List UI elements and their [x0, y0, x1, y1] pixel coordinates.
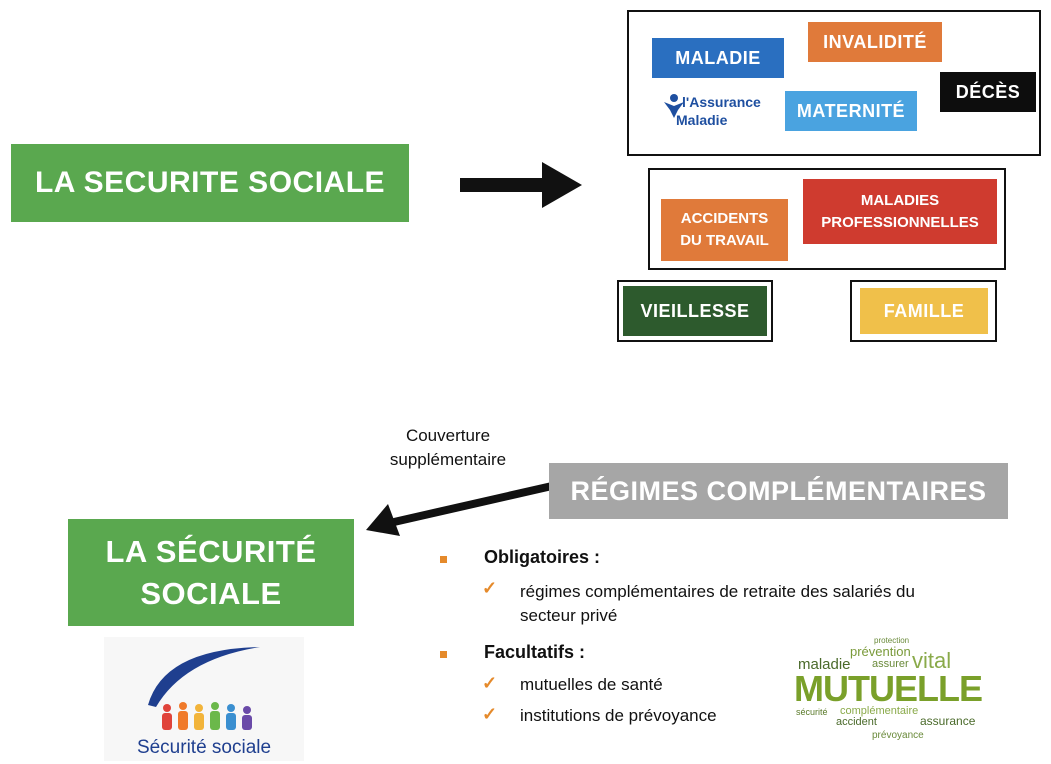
maladies-line2: PROFESSIONNELLES — [821, 213, 979, 231]
cloud-word-assurer: assurer — [872, 658, 909, 670]
obligatoires-bullet — [440, 556, 447, 563]
assurance-maladie-logo-text2: Maladie — [676, 112, 728, 128]
mutuelle-word-cloud: protection prévention maladie assurer vi… — [788, 636, 1020, 748]
securite-sociale-logo: Sécurité sociale — [104, 637, 304, 761]
securite-sociale-line1: LA SÉCURITÉ — [105, 533, 317, 569]
oblig-item: régimes complémentaires de retraite des … — [520, 580, 1012, 628]
check-icon: ✓ — [482, 578, 498, 598]
accidents-line1: ACCIDENTS — [680, 210, 769, 227]
assurance-maladie-logo-icon — [664, 94, 684, 118]
maladies-professionnelles-tag: MALADIES PROFESSIONNELLES — [803, 179, 997, 244]
accidents-line2: DU TRAVAIL — [680, 232, 769, 249]
oblig-item-line1: régimes complémentaires de retraite des … — [520, 582, 915, 601]
securite-sociale-label-bottom: LA SÉCURITÉ SOCIALE — [68, 519, 354, 626]
cloud-word-securite: sécurité — [796, 707, 828, 717]
securite-sociale-line2: SOCIALE — [140, 575, 282, 611]
cloud-word-assurance: assurance — [920, 714, 976, 728]
assurance-maladie-logo-text1: l'Assurance — [682, 94, 761, 110]
fac-item-2: institutions de prévoyance — [520, 706, 717, 725]
cloud-word-prevoyance: prévoyance — [872, 730, 924, 741]
cloud-word-protection: protection — [874, 636, 910, 645]
oblig-item-line2: secteur privé — [520, 606, 618, 625]
left-arrow-icon — [366, 482, 553, 536]
securite-sociale-logo-swoosh — [148, 647, 260, 730]
obligatoires-heading: Obligatoires : — [484, 547, 601, 567]
check-icon: ✓ — [482, 704, 498, 724]
cloud-word-mutuelle: MUTUELLE — [794, 668, 983, 709]
health-risks-box — [627, 10, 1041, 156]
fac-item-1: mutuelles de santé — [520, 675, 663, 694]
securite-sociale-logo-text: Sécurité sociale — [136, 737, 272, 758]
maladie-tag: MALADIE — [652, 38, 784, 78]
maternite-tag: MATERNITÉ — [785, 91, 917, 131]
famille-tag: FAMILLE — [860, 288, 988, 334]
securite-sociale-label-top: LA SECURITE SOCIALE — [11, 144, 409, 222]
accidents-du-travail-tag: ACCIDENTS DU TRAVAIL — [661, 199, 788, 261]
cloud-word-vital: vital — [912, 648, 952, 673]
cloud-word-accident: accident — [836, 716, 877, 728]
vieillesse-box — [617, 280, 773, 342]
facultatifs-heading: Facultatifs : — [484, 642, 586, 662]
regimes-complementaires-label: RÉGIMES COMPLÉMENTAIRES — [549, 463, 1008, 519]
assurance-maladie-logo: l'Assurance Maladie — [660, 88, 772, 138]
cloud-word-complementaire: complémentaire — [840, 705, 919, 717]
deces-tag: DÉCÈS — [940, 72, 1036, 112]
vieillesse-tag: VIEILLESSE — [623, 286, 767, 336]
arrow-label-line1: Couverture — [405, 426, 491, 445]
invalidite-tag: INVALIDITÉ — [808, 22, 942, 62]
cloud-word-prevention: prévention — [850, 644, 911, 659]
work-risks-box — [648, 168, 1006, 270]
cloud-word-maladie: maladie — [798, 656, 851, 673]
maladies-line1: MALADIES — [860, 191, 940, 209]
arrow-label: Couverture supplémentaire — [368, 424, 528, 472]
check-icon: ✓ — [482, 673, 498, 693]
facultatifs-bullet — [440, 651, 447, 658]
famille-box — [850, 280, 997, 342]
right-arrow-icon — [460, 162, 582, 208]
arrow-label-line2: supplémentaire — [389, 450, 507, 469]
